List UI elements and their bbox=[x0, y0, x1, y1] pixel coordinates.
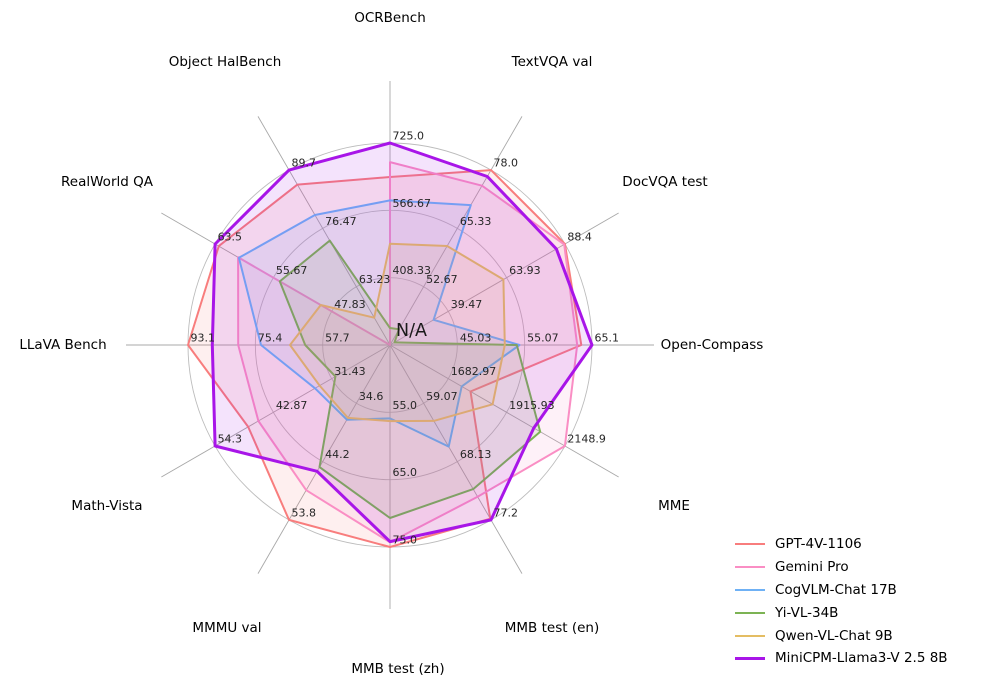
tick-label: 55.0 bbox=[393, 399, 418, 412]
axis-spoke bbox=[257, 116, 391, 346]
tick-label: 54.3 bbox=[218, 433, 243, 446]
legend-item: Yi-VL-34B bbox=[735, 601, 985, 624]
tick-label: 63.5 bbox=[218, 231, 243, 244]
series-line bbox=[210, 141, 594, 544]
axis-label-ocrbench: OCRBench bbox=[354, 10, 426, 26]
tick-label: 59.07 bbox=[426, 390, 458, 403]
tick-label: 75.0 bbox=[393, 534, 418, 547]
axis-spoke bbox=[389, 344, 619, 478]
legend-label: Yi-VL-34B bbox=[775, 604, 839, 621]
axis-label-realworld-qa: RealWorld QA bbox=[61, 174, 153, 190]
tick-label: 31.43 bbox=[334, 365, 366, 378]
tick-label: 68.13 bbox=[460, 448, 492, 461]
center-na-label: N/A bbox=[396, 321, 427, 341]
axis-label-llava-bench: LLaVA Bench bbox=[19, 337, 107, 353]
axis-label-textvqa: TextVQA val bbox=[511, 54, 593, 70]
tick-label: 76.47 bbox=[325, 215, 357, 228]
axis-spoke bbox=[257, 344, 391, 574]
tick-label: 65.0 bbox=[393, 466, 418, 479]
legend-item: Qwen-VL-Chat 9B bbox=[735, 624, 985, 647]
tick-label: 34.6 bbox=[359, 390, 384, 403]
legend-item: GPT-4V-1106 bbox=[735, 533, 985, 556]
axis-label-docvqa: DocVQA test bbox=[622, 174, 708, 190]
tick-label: 566.67 bbox=[393, 197, 432, 210]
tick-label: 77.2 bbox=[494, 506, 519, 519]
legend-item: CogVLM-Chat 17B bbox=[735, 579, 985, 602]
tick-label: 55.67 bbox=[276, 264, 308, 277]
legend-line-swatch bbox=[735, 634, 765, 637]
tick-label: 88.4 bbox=[567, 231, 592, 244]
axis-spoke bbox=[161, 344, 391, 478]
axis-spoke bbox=[389, 116, 523, 346]
axis-spoke bbox=[389, 344, 523, 574]
tick-label: 42.87 bbox=[276, 399, 308, 412]
axis-label-object-halbench: Object HalBench bbox=[168, 54, 282, 70]
legend-label: GPT-4V-1106 bbox=[775, 536, 862, 553]
tick-label: 2148.9 bbox=[567, 433, 606, 446]
legend-line-swatch bbox=[735, 566, 765, 569]
axis-label-mathvista: Math-Vista bbox=[71, 498, 143, 514]
axis-label-mmb-en: MMB test (en) bbox=[504, 620, 600, 636]
tick-label: 44.2 bbox=[325, 448, 350, 461]
tick-label: 53.8 bbox=[292, 506, 317, 519]
legend-label: CogVLM-Chat 17B bbox=[775, 581, 897, 598]
legend: GPT-4V-1106 Gemini Pro CogVLM-Chat 17B Y… bbox=[735, 533, 985, 670]
legend-label: MiniCPM-Llama3-V 2.5 8B bbox=[775, 650, 948, 667]
axis-label-mmb-zh: MMB test (zh) bbox=[351, 661, 445, 677]
tick-label: 65.33 bbox=[460, 215, 492, 228]
tick-label: 75.4 bbox=[258, 332, 283, 345]
tick-label: 52.67 bbox=[426, 273, 458, 286]
legend-label: Gemini Pro bbox=[775, 559, 849, 576]
tick-label: 39.47 bbox=[451, 298, 483, 311]
series-fill bbox=[290, 243, 505, 422]
tick-label: 93.1 bbox=[191, 332, 216, 345]
tick-label: 55.07 bbox=[527, 332, 559, 345]
axis-label-mme: MME bbox=[658, 498, 690, 514]
tick-label: 65.1 bbox=[595, 332, 620, 345]
tick-label: 63.23 bbox=[359, 273, 391, 286]
tick-label: 63.93 bbox=[509, 264, 541, 277]
axis-label-mmmu: MMMU val bbox=[192, 620, 262, 636]
legend-line-swatch bbox=[735, 588, 765, 591]
legend-item: Gemini Pro bbox=[735, 556, 985, 579]
tick-label: 47.83 bbox=[334, 298, 366, 311]
series-fill bbox=[212, 143, 593, 542]
tick-label: 89.7 bbox=[292, 157, 317, 170]
tick-label: 1915.93 bbox=[509, 399, 555, 412]
tick-label: 725.0 bbox=[393, 130, 425, 143]
axis-spoke bbox=[389, 212, 619, 346]
legend-item: MiniCPM-Llama3-V 2.5 8B bbox=[735, 647, 985, 670]
legend-label: Qwen-VL-Chat 9B bbox=[775, 627, 893, 644]
series-line bbox=[289, 242, 506, 423]
series-line bbox=[278, 239, 542, 519]
legend-line-swatch bbox=[735, 611, 765, 614]
tick-label: 408.33 bbox=[393, 264, 432, 277]
series-fill bbox=[188, 170, 582, 547]
tick-label: 1682.97 bbox=[451, 365, 497, 378]
series-fill bbox=[238, 200, 520, 447]
series-line bbox=[237, 199, 521, 448]
legend-line-swatch bbox=[735, 543, 765, 546]
legend-line-swatch bbox=[735, 656, 765, 660]
axis-label-opencompass: Open-Compass bbox=[660, 337, 764, 353]
tick-label: 78.0 bbox=[494, 157, 519, 170]
tick-label: 45.03 bbox=[460, 332, 492, 345]
tick-label: 57.7 bbox=[325, 332, 350, 345]
